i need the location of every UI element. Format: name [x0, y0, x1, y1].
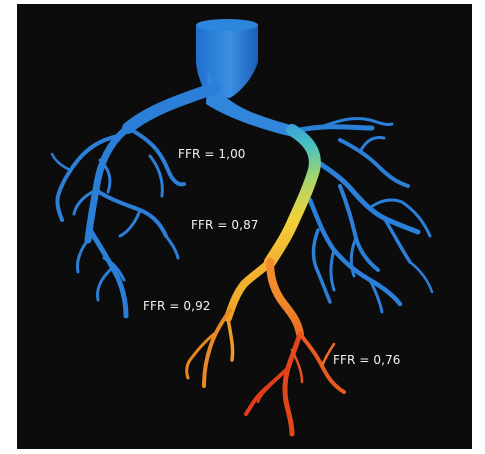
- ffr-label-1: FFR = 1,00: [178, 147, 246, 161]
- right-branch-tree: [300, 118, 432, 312]
- trunk-vessel: [196, 19, 310, 140]
- ffr-label-2: FFR = 0,87: [191, 218, 259, 232]
- ffr-label-4: FFR = 0,76: [333, 353, 401, 367]
- image-panel: FFR = 1,00 FFR = 0,87 FFR = 0,92 FFR = 0…: [17, 4, 472, 449]
- left-branch-tree: [52, 88, 215, 316]
- ffr-label-3: FFR = 0,92: [143, 299, 211, 313]
